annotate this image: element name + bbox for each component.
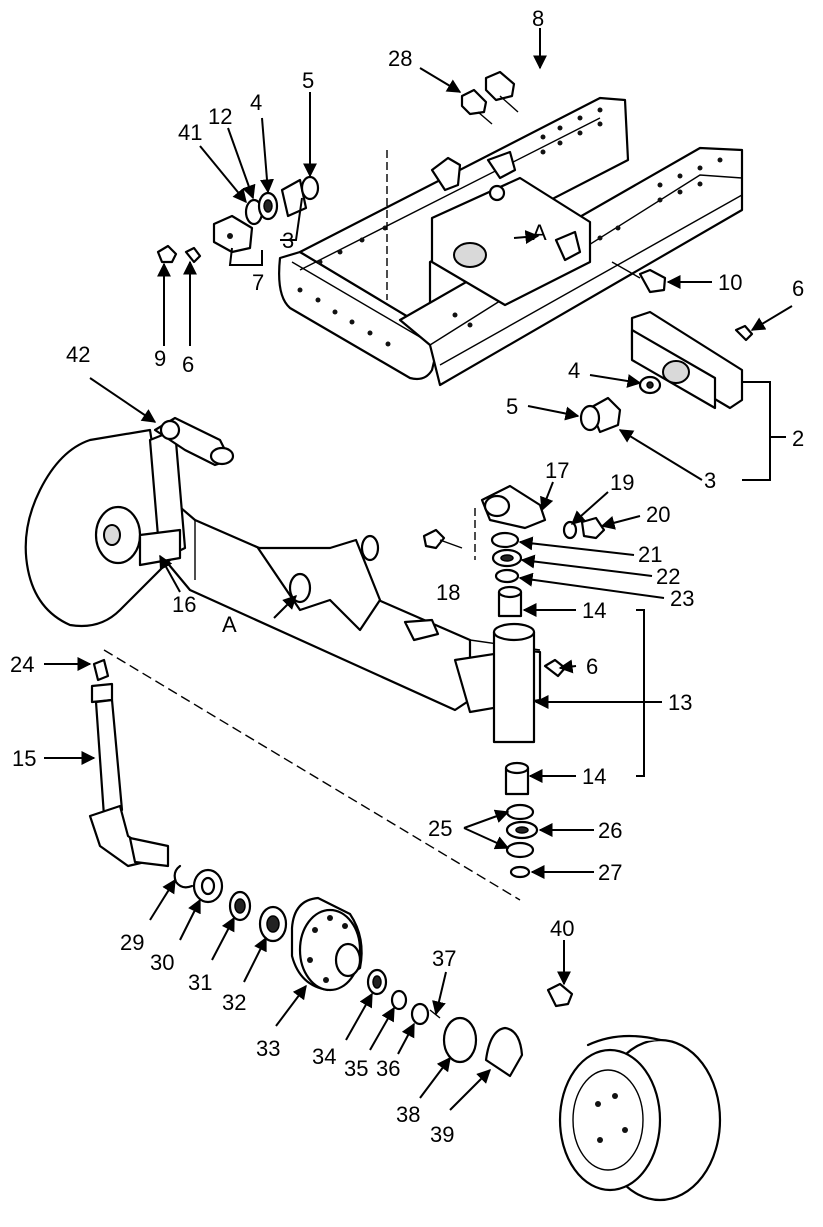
callout-3: 3 [282,228,294,253]
hub-assembly [173,864,574,1078]
thrust-bearing [505,803,539,879]
callout-5: 5 [302,68,314,93]
callout-23: 23 [670,586,694,611]
front-pivot-parts [156,175,320,264]
callout-29: 29 [120,930,144,955]
reference-A: A [222,612,237,637]
kingpin-stack [490,531,567,796]
callout-34: 34 [312,1044,336,1069]
callout-37: 37 [432,946,456,971]
callout-41: 41 [178,120,202,145]
callout-4: 4 [568,358,580,383]
callout-40: 40 [550,916,574,941]
callout-36: 36 [376,1056,400,1081]
callout-6: 6 [182,352,194,377]
callout-12: 12 [208,104,232,129]
callout-31: 31 [188,970,212,995]
callout-33: 33 [256,1036,280,1061]
callout-6: 6 [792,276,804,301]
callout-38: 38 [396,1102,420,1127]
callout-35: 35 [344,1056,368,1081]
callout-39: 39 [430,1122,454,1147]
callout-22: 22 [656,564,680,589]
rear-pivot-bushings [579,375,662,434]
callout-13: 13 [668,690,692,715]
callout-7: 7 [252,270,264,295]
callout-24: 24 [10,652,34,677]
callout-labels: 8 28 5 4 12 41 3 7 9 6 10 6 4 2 5 3 17 1… [10,6,804,1147]
left-wheel-assembly [24,416,235,628]
leader-lines [44,28,793,1111]
pivot-support [630,310,754,410]
callout-5: 5 [506,394,518,419]
callout-8: 8 [532,6,544,31]
callout-4: 4 [250,90,262,115]
callout-16: 16 [172,592,196,617]
callout-25: 25 [428,816,452,841]
callout-10: 10 [718,270,742,295]
callout-14: 14 [582,764,606,789]
callout-18: 18 [436,580,460,605]
callout-15: 15 [12,746,36,771]
callout-17: 17 [545,458,569,483]
steering-arm-hardware [422,484,606,550]
callout-30: 30 [150,950,174,975]
callout-21: 21 [638,542,662,567]
steering-spindle [88,649,521,901]
callout-6: 6 [586,654,598,679]
callout-14: 14 [582,598,606,623]
front-frame [278,70,744,387]
callout-42: 42 [66,342,90,367]
axle-beam [158,488,542,714]
wheel-rim [558,1034,722,1202]
callout-28: 28 [388,46,412,71]
callout-20: 20 [646,502,670,527]
callout-27: 27 [598,860,622,885]
callout-19: 19 [610,470,634,495]
callout-3: 3 [704,468,716,493]
reference-A: A [532,220,547,245]
callout-32: 32 [222,990,246,1015]
callout-2: 2 [792,426,804,451]
callout-9: 9 [154,346,166,371]
callout-26: 26 [598,818,622,843]
